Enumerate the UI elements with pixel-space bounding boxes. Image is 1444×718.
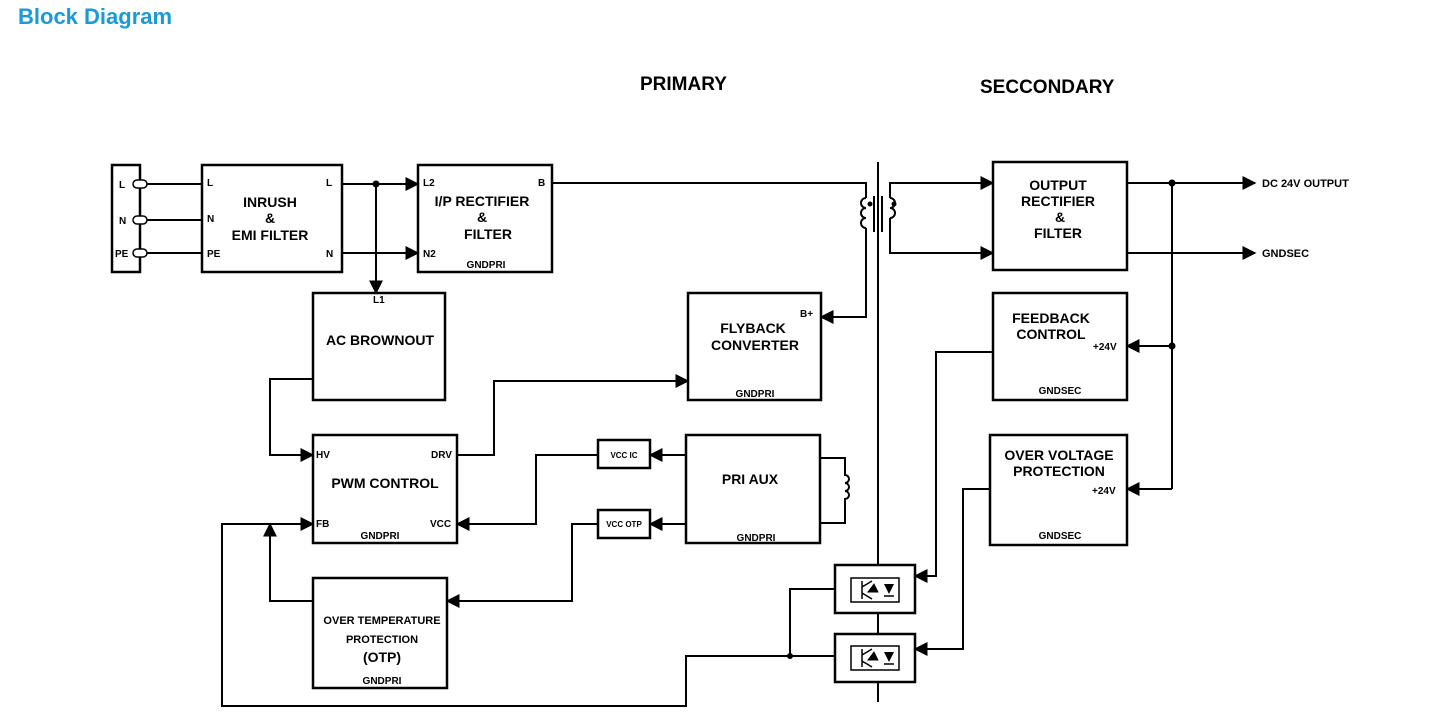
flyback-gnd-label: GNDPRI (736, 389, 775, 400)
optocoupler-2 (833, 632, 917, 684)
ovp-pin-24v: +24V (1092, 486, 1116, 497)
page-title: Block Diagram (18, 4, 173, 29)
brownout-label: AC BROWNOUT (326, 332, 435, 348)
input-pin-n: N (119, 216, 126, 227)
wires (140, 176, 1257, 707)
pri-aux-label: PRI AUX (722, 471, 779, 487)
otp-label-3: (OTP) (363, 649, 401, 665)
terminal-connectors (132, 179, 148, 258)
flyback-label-1: FLYBACK (720, 320, 786, 336)
primary-heading: PRIMARY (640, 74, 727, 95)
rect-gnd-label: GNDPRI (467, 260, 506, 271)
rect-label-1: I/P RECTIFIER (435, 193, 530, 209)
rectifier-block (416, 163, 554, 274)
emi-label-1: INRUSH (243, 194, 297, 210)
input-pin-l: L (119, 180, 125, 191)
ovp-label-2: PROTECTION (1013, 463, 1105, 479)
emi-filter-block (200, 163, 344, 274)
rect-label-3: FILTER (464, 226, 512, 242)
pwm-pin-vcc: VCC (430, 519, 451, 530)
otp-label-1: OVER TEMPERATURE (323, 615, 440, 627)
pri-aux-block (684, 433, 822, 545)
pwm-pin-drv: DRV (431, 450, 452, 461)
otp-label-2: PROTECTION (346, 634, 418, 646)
flyback-pin-bplus: B+ (800, 309, 813, 320)
pwm-pin-fb: FB (316, 519, 329, 530)
pri-aux-gnd-label: GNDPRI (737, 533, 776, 544)
pwm-label: PWM CONTROL (331, 475, 439, 491)
pwm-pin-hv: HV (316, 450, 330, 461)
ovp-label-1: OVER VOLTAGE (1004, 447, 1113, 463)
out-rect-label-1: OUTPUT (1029, 177, 1087, 193)
emi-label-3: EMI FILTER (232, 227, 309, 243)
emi-label-2: & (265, 210, 275, 226)
vcc-ic-label: VCC IC (610, 451, 637, 460)
secondary-heading: SECCONDARY (980, 77, 1115, 98)
optocoupler-1 (833, 563, 917, 615)
rect-pin-n2: N2 (423, 249, 436, 260)
optocoupler-2-symbol (850, 645, 900, 671)
input-pin-pe: PE (115, 249, 129, 260)
otp-block (311, 576, 449, 690)
pwm-control-block (311, 433, 459, 545)
pwm-gnd-label: GNDPRI (361, 531, 400, 542)
emi-pin-l-in: L (207, 178, 213, 189)
gndsec-output-label: GNDSEC (1262, 248, 1309, 260)
emi-pin-n-in: N (207, 214, 214, 225)
feedback-label-2: CONTROL (1016, 326, 1086, 342)
rect-label-2: & (477, 209, 487, 225)
flyback-converter-block (686, 291, 823, 402)
feedback-control-block (991, 291, 1129, 402)
out-rect-label-3: & (1055, 209, 1065, 225)
out-rect-label-4: FILTER (1034, 225, 1082, 241)
emi-pin-pe: PE (207, 249, 221, 260)
dc-output-label: DC 24V OUTPUT (1262, 178, 1349, 190)
rect-pin-l2: L2 (423, 178, 435, 189)
feedback-label-1: FEEDBACK (1012, 310, 1090, 326)
feedback-gnd-label: GNDSEC (1039, 386, 1082, 397)
flyback-label-2: CONVERTER (711, 337, 799, 353)
vcc-otp-label: VCC OTP (606, 520, 642, 529)
out-rect-label-2: RECTIFIER (1021, 193, 1095, 209)
emi-pin-l-out: L (326, 178, 332, 189)
otp-gnd-label: GNDPRI (363, 676, 402, 687)
optocoupler-1-symbol (850, 577, 900, 603)
brownout-pin-l1: L1 (373, 295, 385, 306)
output-rectifier-block (991, 160, 1129, 272)
feedback-pin-24v: +24V (1093, 342, 1117, 353)
ovp-gnd-label: GNDSEC (1039, 531, 1082, 542)
rect-pin-b: B (538, 178, 545, 189)
ac-brownout-block (311, 291, 447, 402)
aux-winding-icon (820, 457, 850, 524)
emi-pin-n-out: N (326, 249, 333, 260)
transformer-icon (860, 196, 897, 232)
